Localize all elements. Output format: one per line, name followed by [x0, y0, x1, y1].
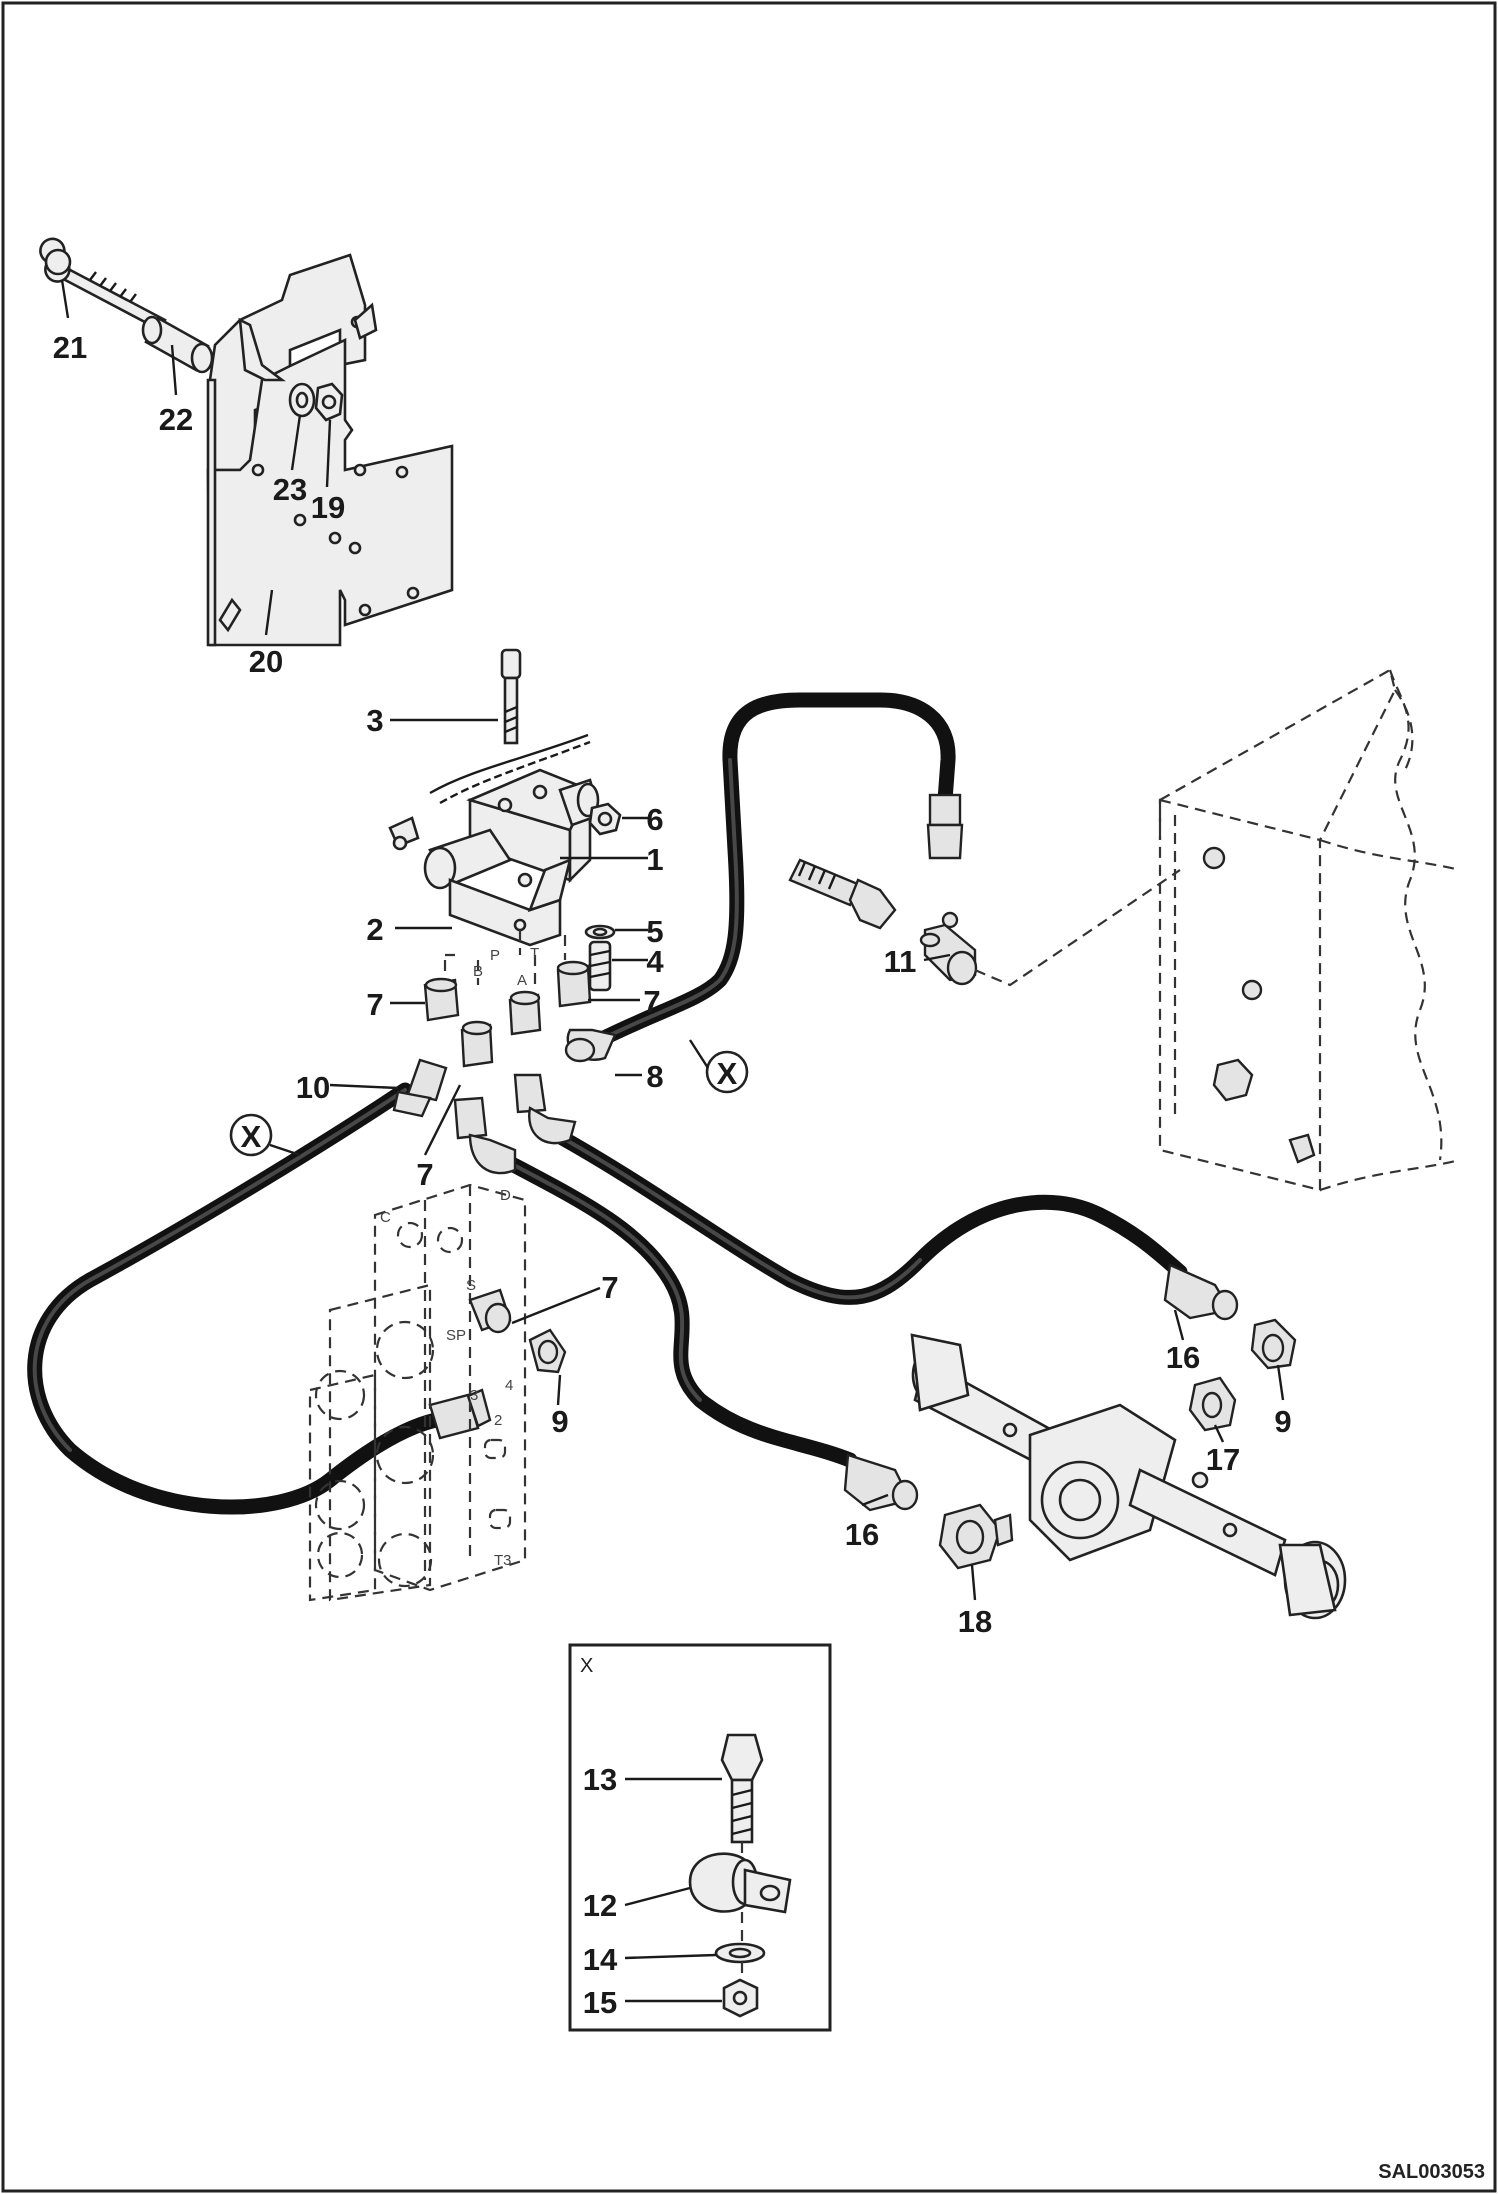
fittings-7 [423, 960, 592, 1068]
callout-22: 22 [159, 402, 193, 437]
svg-text:T: T [530, 945, 539, 962]
seal-5 [584, 924, 616, 940]
svg-text:X: X [241, 1119, 262, 1154]
callout-19: 19 [311, 490, 345, 525]
detail-x-box [568, 1643, 832, 2032]
section-marker-x-left: X [229, 1113, 301, 1157]
svg-text:SP: SP [446, 1327, 466, 1344]
callout-18: 18 [958, 1604, 992, 1639]
hydraulic-tank [974, 668, 1461, 1192]
callout-10: 10 [296, 1070, 330, 1105]
callout-8: 8 [646, 1059, 663, 1094]
svg-text:A: A [517, 972, 527, 989]
svg-text:X: X [717, 1056, 738, 1091]
callout-11: 11 [884, 944, 917, 979]
nut-6 [588, 802, 622, 836]
svg-text:3: 3 [470, 1387, 478, 1404]
svg-text:B: B [473, 963, 483, 980]
nut-19 [314, 382, 344, 422]
spacer-22 [141, 315, 214, 374]
port-labels: B A P T C D S SP 3 2 4 T3 [380, 945, 539, 1569]
callout-20: 20 [249, 644, 283, 679]
callout-7a: 7 [366, 987, 383, 1022]
callout-7c: 7 [416, 1157, 433, 1192]
callout-4: 4 [646, 944, 664, 979]
valve-block-1 [388, 733, 602, 898]
hoses [27, 692, 1188, 1515]
callout-5: 5 [646, 914, 663, 949]
leader-lines [60, 279, 1285, 2003]
svg-text:P: P [490, 947, 500, 964]
svg-text:C: C [380, 1209, 391, 1226]
svg-text:T3: T3 [494, 1552, 512, 1569]
svg-text:D: D [500, 1187, 511, 1204]
callout-3: 3 [366, 703, 383, 738]
callout-21: 21 [53, 330, 87, 365]
fitting-9-axle [1250, 1318, 1297, 1370]
callout-12: 12 [583, 1888, 617, 1923]
callouts: 21 22 23 19 20 3 6 1 2 5 4 7 7 8 10 7 7 … [53, 330, 1292, 2020]
washer-23 [288, 382, 316, 418]
mounting-plate [206, 253, 454, 647]
callout-7b: 7 [643, 984, 660, 1019]
svg-text:4: 4 [505, 1377, 513, 1394]
callout-13: 13 [583, 1762, 617, 1797]
plug-4 [588, 940, 612, 992]
callout-16b: 16 [845, 1517, 879, 1552]
valve-plate-2 [448, 857, 572, 947]
detail-label: X [580, 1655, 593, 1677]
callout-2: 2 [366, 912, 383, 947]
fitting-11 [919, 911, 978, 986]
callout-9a: 9 [551, 1404, 568, 1439]
bolt-21 [39, 237, 167, 332]
callout-16a: 16 [1166, 1340, 1200, 1375]
svg-text:S: S [466, 1277, 476, 1294]
control-valve [308, 1183, 567, 1602]
hose-ends [392, 793, 1239, 1512]
connector-plug [788, 858, 897, 930]
callout-15: 15 [583, 1985, 617, 2020]
svg-text:2: 2 [494, 1412, 502, 1429]
fitting-17 [1188, 1376, 1237, 1432]
callout-1: 1 [646, 842, 663, 877]
valve-bolt-3 [500, 648, 522, 745]
callout-17: 17 [1206, 1442, 1240, 1477]
callout-6: 6 [646, 802, 663, 837]
section-marker-x-right: X [688, 1039, 749, 1094]
callout-9b: 9 [1274, 1404, 1291, 1439]
drawing-number: SAL003053 [1378, 2161, 1485, 2183]
rear-axle [910, 1333, 1347, 1620]
fitting-18 [938, 1503, 1014, 1570]
callout-14: 14 [583, 1942, 618, 1977]
callout-7d: 7 [601, 1270, 618, 1305]
callout-23: 23 [273, 472, 307, 507]
